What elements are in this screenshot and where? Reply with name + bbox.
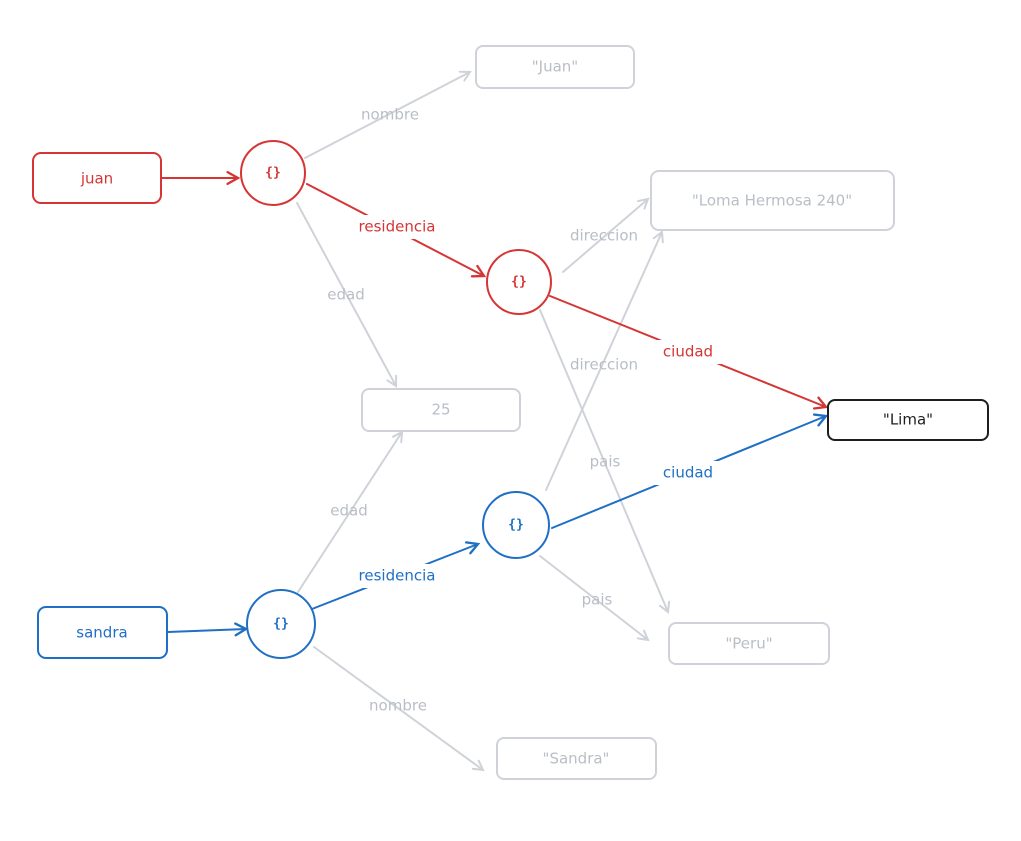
variable-juan [32, 152, 162, 204]
variable-sandra-label: sandra [76, 624, 127, 642]
edge-label-pais-juan: pais [590, 453, 621, 471]
value-node-peru-label: "Peru" [725, 635, 772, 653]
object-sandra [246, 589, 316, 659]
edge-label-bg [347, 215, 447, 239]
object-juan-symbol: {} [265, 166, 281, 181]
edge-label-edad-sandra: edad [330, 502, 367, 520]
edge-label-ciudad-juan: ciudad [663, 343, 713, 361]
value-node-juan-string [475, 45, 635, 89]
edge-label-bg [652, 461, 722, 485]
edge-label-pais-sandra: pais [582, 591, 613, 609]
edge-sandra-edad [297, 432, 402, 593]
value-node-juan-string-label: "Juan" [532, 58, 578, 76]
object-juan-residencia-symbol: {} [511, 275, 527, 290]
edge-label-bg [347, 564, 447, 588]
value-node-25 [361, 388, 521, 432]
object-sandra-symbol: {} [273, 617, 289, 632]
object-sandra-residencia [482, 491, 550, 559]
value-node-loma-hermosa-label: "Loma Hermosa 240" [692, 192, 852, 210]
value-node-25-label: 25 [431, 401, 450, 419]
edge-juan-edad [296, 202, 396, 386]
value-node-peru [668, 622, 830, 665]
object-juan-residencia [486, 249, 552, 315]
edge-juan-nombre [304, 72, 470, 159]
edge-label-residencia-juan: residencia [359, 218, 436, 236]
object-juan [240, 140, 306, 206]
edge-sandra-pais [539, 555, 648, 640]
value-node-sandra-string [496, 737, 657, 780]
edge-label-ciudad-sandra: ciudad [663, 464, 713, 482]
edge-label-residencia-sandra: residencia [359, 567, 436, 585]
edge-label-direccion-juan: direccion [570, 227, 638, 245]
edge-label-nombre-sandra: nombre [369, 697, 427, 715]
edge-sandra-var-to-obj [167, 629, 246, 632]
variable-juan-label: juan [80, 170, 113, 188]
edge-juan-pais [539, 309, 668, 612]
variable-sandra [37, 606, 168, 659]
value-node-loma-hermosa [650, 170, 895, 231]
edge-label-bg [652, 340, 722, 364]
value-node-lima [827, 399, 989, 441]
edge-label-nombre-juan: nombre [361, 106, 419, 124]
value-node-sandra-string-label: "Sandra" [543, 750, 610, 768]
object-sandra-residencia-symbol: {} [508, 518, 524, 533]
edge-label-edad-juan: edad [327, 286, 364, 304]
edge-sandra-direccion [545, 232, 662, 491]
edge-label-direccion-sandra: direccion [570, 356, 638, 374]
value-node-lima-label: "Lima" [883, 411, 933, 429]
edge-sandra-nombre [313, 646, 483, 770]
edge-juan-direccion [562, 199, 648, 273]
